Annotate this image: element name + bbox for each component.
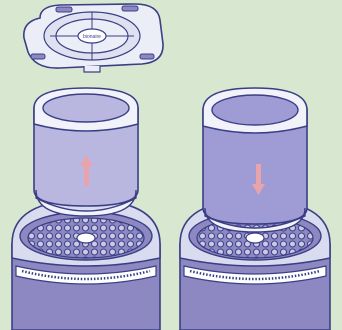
left-filter xyxy=(33,87,139,217)
right-filter xyxy=(202,87,308,233)
lid-logo: bionaire xyxy=(83,34,101,40)
arrow-down-icon xyxy=(252,164,265,195)
arrow-up-icon xyxy=(80,155,93,186)
purifier-lid: bionaire xyxy=(23,3,164,73)
left-purifier-housing xyxy=(11,199,161,330)
